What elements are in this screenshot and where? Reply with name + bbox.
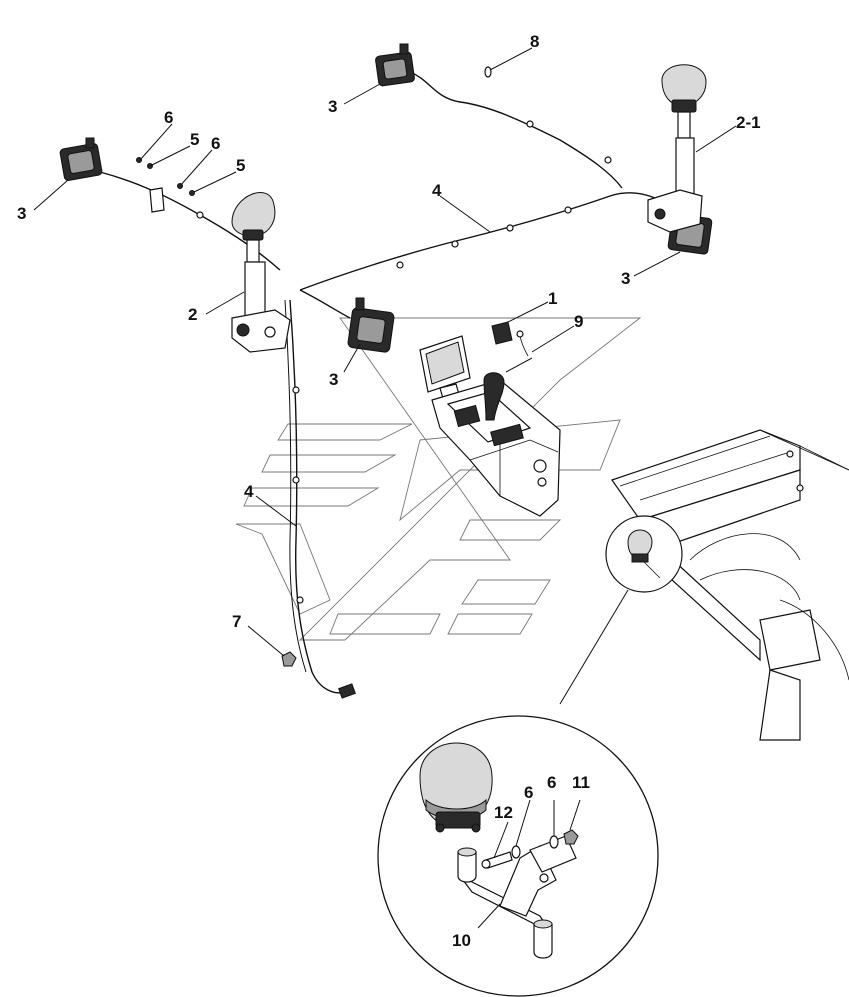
callout-6-detail: 6	[524, 783, 533, 802]
callout-3-top: 3	[328, 97, 337, 116]
leader-lines	[33, 47, 737, 929]
wiring-harness	[99, 71, 656, 699]
callout-3-right: 3	[621, 269, 630, 288]
callout-2: 2	[188, 305, 197, 324]
switch-item1	[491, 321, 513, 345]
detail-view	[377, 715, 659, 997]
control-console	[419, 335, 561, 517]
tie-item9	[516, 330, 529, 357]
work-lamp-top	[375, 43, 415, 87]
callout-11: 11	[572, 773, 590, 792]
small-fittings	[136, 157, 195, 213]
callout-3-left: 3	[17, 204, 26, 223]
callout-labels: 8 3 6 5 6 5 3 4 2-1 3 2 3 1 9 4 7 12 6 6…	[17, 32, 761, 950]
callout-6-b: 6	[211, 134, 220, 153]
callout-1: 1	[548, 289, 557, 308]
callout-9: 9	[574, 312, 583, 331]
callout-4-left: 4	[244, 482, 254, 501]
callout-7: 7	[232, 612, 241, 631]
callout-8: 8	[530, 32, 539, 51]
callout-5-a: 5	[190, 130, 199, 149]
callout-6-a: 6	[164, 108, 173, 127]
callout-4-top: 4	[432, 181, 442, 200]
callout-2-1: 2-1	[736, 113, 761, 132]
callout-3-mid: 3	[329, 370, 338, 389]
work-lamp-left	[59, 137, 103, 181]
callout-10: 10	[452, 931, 471, 950]
beacon-post-right	[647, 64, 707, 233]
beacon-post-left	[231, 192, 291, 353]
callout-6-detail-2: 6	[547, 773, 556, 792]
callout-5-b: 5	[236, 156, 245, 175]
detail-reference-circle	[559, 515, 683, 705]
machine-frame	[611, 429, 849, 741]
nut-item7	[281, 651, 297, 667]
o-ring-item8	[484, 66, 492, 78]
callout-12: 12	[494, 803, 513, 822]
work-lamp-middle	[347, 297, 395, 353]
